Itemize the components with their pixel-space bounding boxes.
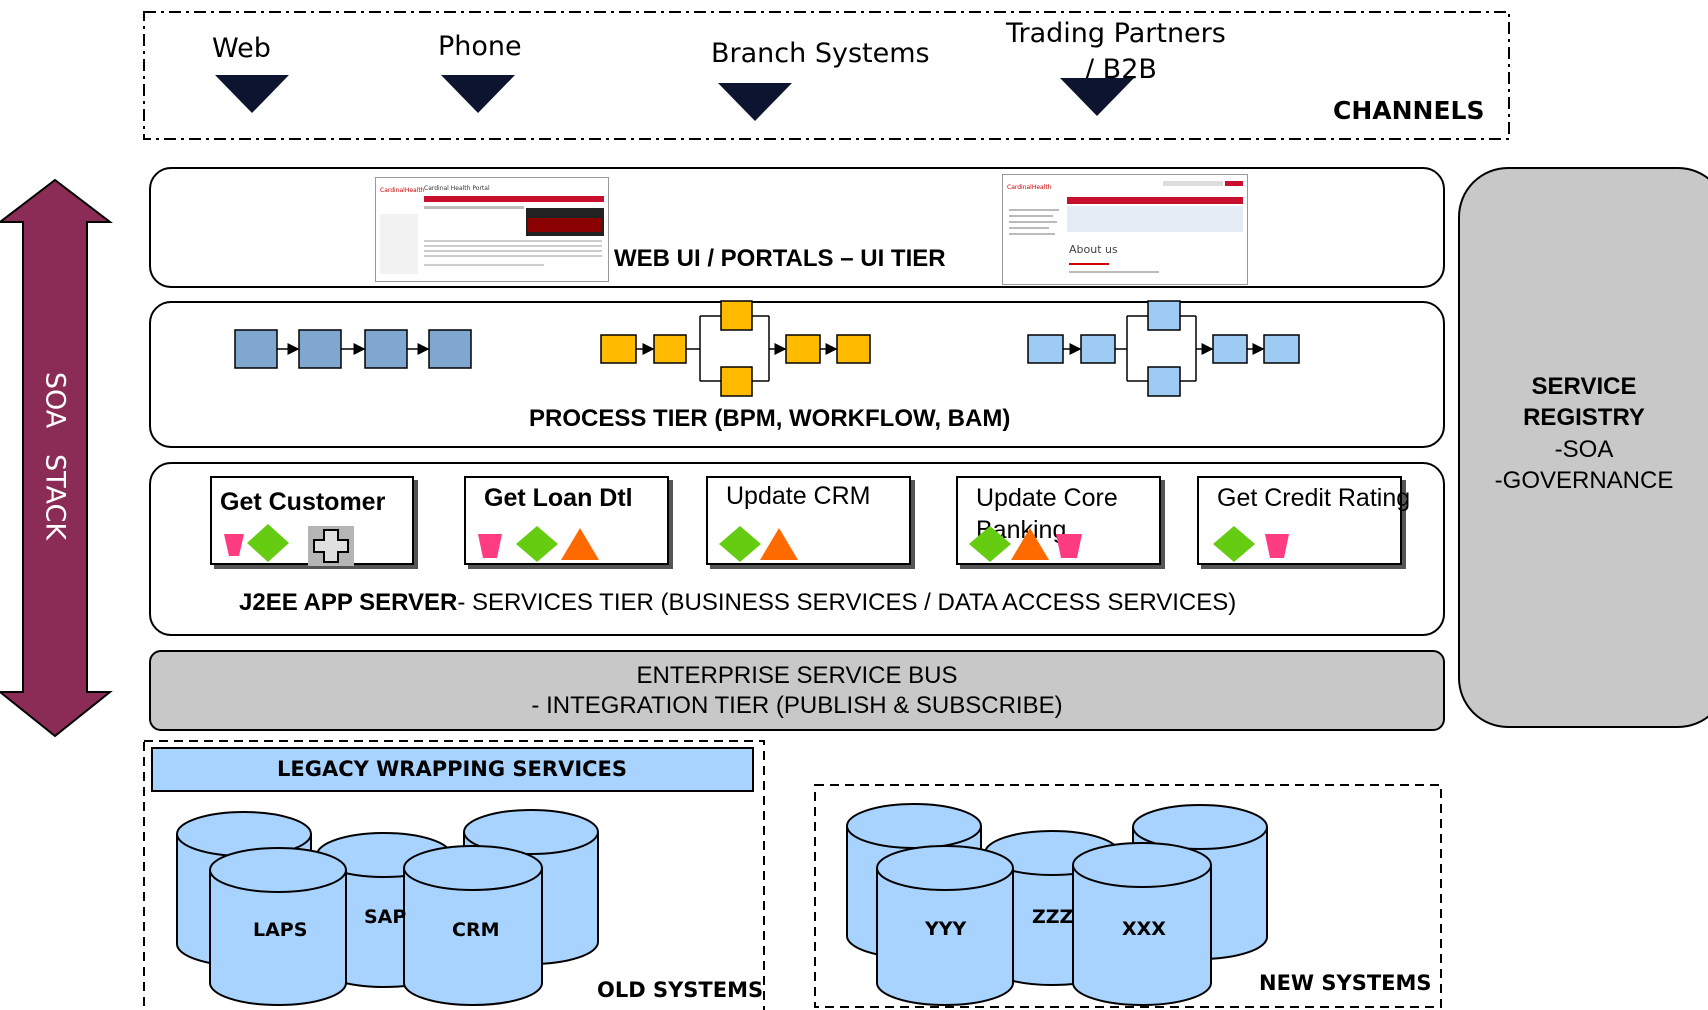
db-xxx-label: XXX: [1122, 918, 1166, 940]
service-update-core-banking[interactable]: Update Core Banking: [956, 476, 1161, 565]
service-get-credit-rating-icons: [1213, 526, 1289, 562]
portal-screenshot-left: CardinalHealth Cardinal Health Portal: [375, 177, 609, 282]
service-get-customer-label: Get Customer: [220, 488, 386, 516]
esb-bar: [149, 650, 1445, 731]
old-systems-databases: [176, 809, 599, 1006]
services-tier-label-bold: J2EE APP SERVER: [239, 589, 458, 616]
channel-phone-label: Phone: [438, 31, 522, 62]
svg-text:CardinalHealth: CardinalHealth: [1007, 184, 1052, 191]
service-get-customer-icons: [224, 524, 354, 566]
registry-title-2: REGISTRY: [1523, 404, 1645, 431]
channel-branch-label: Branch Systems: [711, 38, 930, 69]
esb-subtitle: - INTEGRATION TIER (PUBLISH & SUBSCRIBE): [531, 692, 1063, 719]
db-zzz-label: ZZZ: [1032, 906, 1074, 928]
process-flows: [234, 300, 1300, 397]
old-systems-border: [143, 740, 765, 1010]
channel-trading-label: Trading Partners: [1006, 18, 1226, 49]
process-tier: [149, 301, 1445, 448]
db-laps-label: LAPS: [253, 919, 308, 941]
channel-trading-arrow: [1060, 78, 1134, 116]
db-sap-label: SAP: [364, 906, 407, 928]
svg-text:CardinalHealth: CardinalHealth: [380, 187, 425, 194]
soa-stack-arrow: [0, 178, 113, 738]
esb-title: ENTERPRISE SERVICE BUS: [636, 662, 958, 689]
service-update-core-banking-icons: [969, 526, 1082, 562]
channels-title: CHANNELS: [1333, 96, 1485, 125]
channel-phone-arrow: [441, 75, 515, 113]
registry-title-1: SERVICE: [1531, 373, 1637, 400]
old-systems-title: OLD SYSTEMS: [597, 978, 764, 1002]
service-update-crm-icons: [719, 526, 798, 562]
service-update-crm[interactable]: Update CRM: [706, 476, 911, 565]
channel-branch-arrow: [718, 83, 792, 121]
channel-web-label: Web: [212, 33, 271, 64]
service-update-crm-label: Update CRM: [726, 482, 871, 510]
legacy-wrapping-bar: [151, 747, 754, 792]
legacy-wrapping-label: LEGACY WRAPPING SERVICES: [276, 757, 628, 781]
db-crm-label: CRM: [452, 919, 500, 941]
registry-governance: -GOVERNANCE: [1494, 467, 1674, 494]
registry-soa: -SOA: [1554, 436, 1614, 463]
svg-text:About us: About us: [1069, 243, 1118, 256]
service-get-loan-dtl-icons: [478, 526, 599, 562]
process-tier-label: PROCESS TIER (BPM, WORKFLOW, BAM): [529, 405, 1011, 432]
service-get-customer[interactable]: Get Customer: [210, 476, 414, 566]
service-get-credit-rating-label: Get Credit Rating: [1217, 484, 1411, 512]
portal-screenshot-right: CardinalHealth About us: [1002, 174, 1248, 285]
new-systems-title: NEW SYSTEMS: [1259, 971, 1432, 995]
ui-tier-label: WEB UI / PORTALS – UI TIER: [614, 245, 946, 272]
service-get-loan-dtl[interactable]: Get Loan Dtl: [464, 476, 669, 565]
channels-border: [143, 11, 1510, 140]
services-tier-label-rest: - SERVICES TIER (BUSINESS SERVICES / DAT…: [457, 589, 1237, 616]
service-registry: [1458, 167, 1708, 728]
service-get-credit-rating[interactable]: Get Credit Rating: [1197, 476, 1410, 565]
svg-text:Cardinal Health Portal: Cardinal Health Portal: [424, 185, 490, 192]
service-get-loan-dtl-label: Get Loan Dtl: [484, 484, 633, 512]
db-yyy-label: YYY: [925, 918, 967, 940]
channel-web-arrow: [215, 75, 289, 113]
services-tier-label: J2EE APP SERVER- SERVICES TIER (BUSINESS…: [239, 589, 1236, 617]
